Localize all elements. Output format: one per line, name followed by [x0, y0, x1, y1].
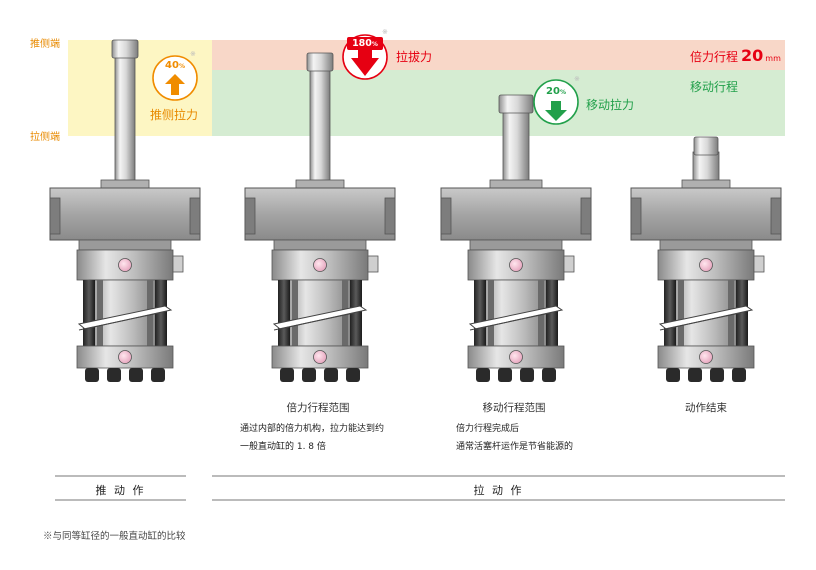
- push-end-label: 推侧端: [30, 39, 60, 50]
- move-stroke-band: [212, 70, 785, 136]
- pull-end-label: 拉侧端: [30, 132, 60, 143]
- push-force-badge: [152, 55, 198, 101]
- push-badge-mark: ※: [190, 50, 196, 58]
- down-arrow-icon: [545, 101, 567, 121]
- footnote: ※与同等缸径的一般直动缸的比较: [43, 531, 186, 542]
- pull-action-label: 拉 动 作: [473, 484, 524, 497]
- move-stroke-label: 移动行程: [690, 80, 739, 94]
- stage2-caption: 倍力行程范围: [286, 402, 350, 414]
- stage4-caption: 动作结束: [685, 402, 727, 414]
- move-pull-force-label: 移动拉力: [586, 98, 635, 112]
- push-badge-value: 40%: [165, 60, 185, 71]
- pull-badge-value: 180%: [352, 38, 378, 49]
- stage3-caption: 移动行程范围: [482, 402, 546, 414]
- pull-badge-mark: ※: [382, 28, 388, 36]
- cylinder-2: [244, 52, 396, 383]
- stage2-note: 通过内部的倍力机构，拉力能达到约 一般直动缸的 1. 8 倍: [240, 424, 385, 452]
- stage3-note: 倍力行程完成后 通常活塞杆运作是节省能源的: [456, 424, 574, 452]
- up-arrow-icon: [165, 74, 185, 95]
- push-action-label: 推 动 作: [95, 484, 146, 497]
- cylinder-3: [440, 94, 592, 383]
- move-badge-mark: ※: [574, 75, 580, 83]
- push-pull-force-label: 推侧拉力: [150, 108, 199, 122]
- down-arrow-icon: [351, 58, 379, 76]
- cylinder-1: [49, 39, 201, 383]
- cylinder-4: [630, 136, 782, 383]
- move-force-badge: [533, 79, 579, 125]
- move-badge-value: 20%: [546, 86, 566, 97]
- pull-force-label: 拉拔力: [396, 50, 433, 64]
- pull-force-badge: [342, 34, 388, 80]
